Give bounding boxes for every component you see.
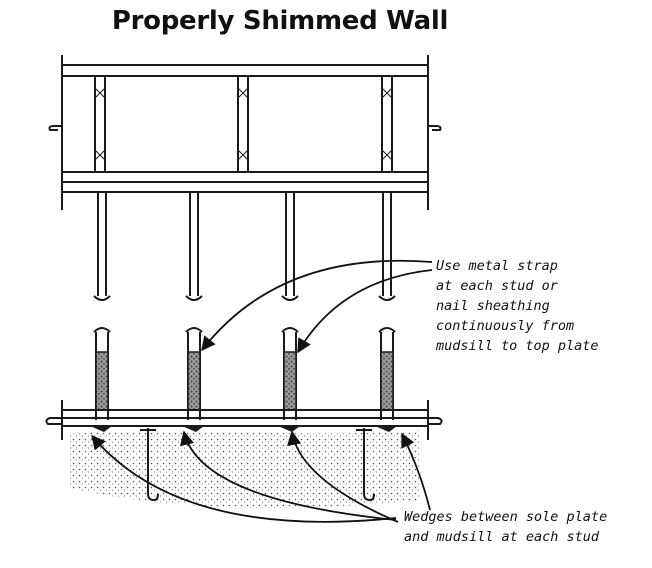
leader-wedge-2 xyxy=(179,430,397,521)
upper-stud-3 xyxy=(381,75,393,173)
stud-upper-2 xyxy=(185,192,203,301)
upper-stud-2 xyxy=(237,75,249,173)
lower-studs-bottom xyxy=(93,327,396,420)
left-hook-lower xyxy=(45,417,62,425)
diagram-title: Properly Shimmed Wall xyxy=(111,6,449,36)
strap-callout-text: Use metal strap at each stud or nail she… xyxy=(436,258,599,354)
right-hook-lower xyxy=(428,417,443,425)
left-hook-upper xyxy=(48,125,62,131)
strap-1 xyxy=(95,351,109,411)
strap-2 xyxy=(187,351,201,411)
sole-plate-mudsill xyxy=(45,400,443,440)
leader-strap-a xyxy=(201,259,433,352)
wedge-3 xyxy=(278,426,300,432)
lower-studs-top xyxy=(93,192,396,301)
stud-upper-1 xyxy=(93,192,111,301)
strap-3 xyxy=(283,351,297,411)
leader-wedge-4 xyxy=(401,432,431,511)
anchor-bolts xyxy=(140,428,375,502)
wedge-shims xyxy=(90,426,397,432)
strap-leader-lines xyxy=(201,259,433,354)
wedge-leader-lines xyxy=(91,430,431,523)
right-hook-upper xyxy=(428,125,442,131)
strap-4 xyxy=(380,351,394,411)
wedge-1 xyxy=(90,426,112,432)
stud-upper-3 xyxy=(281,192,299,301)
foundation-concrete xyxy=(70,430,420,508)
metal-straps xyxy=(95,351,394,411)
upper-stud-1 xyxy=(94,75,106,173)
leader-wedge-3 xyxy=(287,430,399,523)
stud-upper-4 xyxy=(378,192,396,301)
leader-strap-b xyxy=(297,269,433,354)
wedge-4 xyxy=(375,426,397,432)
wedge-2 xyxy=(182,426,204,432)
wedge-callout-text: Wedges between sole plate and mudsill at… xyxy=(404,509,608,545)
upper-wall-section xyxy=(48,55,442,210)
leader-wedge-1 xyxy=(91,434,397,523)
anchor-bolt-left xyxy=(147,428,159,502)
anchor-bolt-right xyxy=(363,428,375,502)
